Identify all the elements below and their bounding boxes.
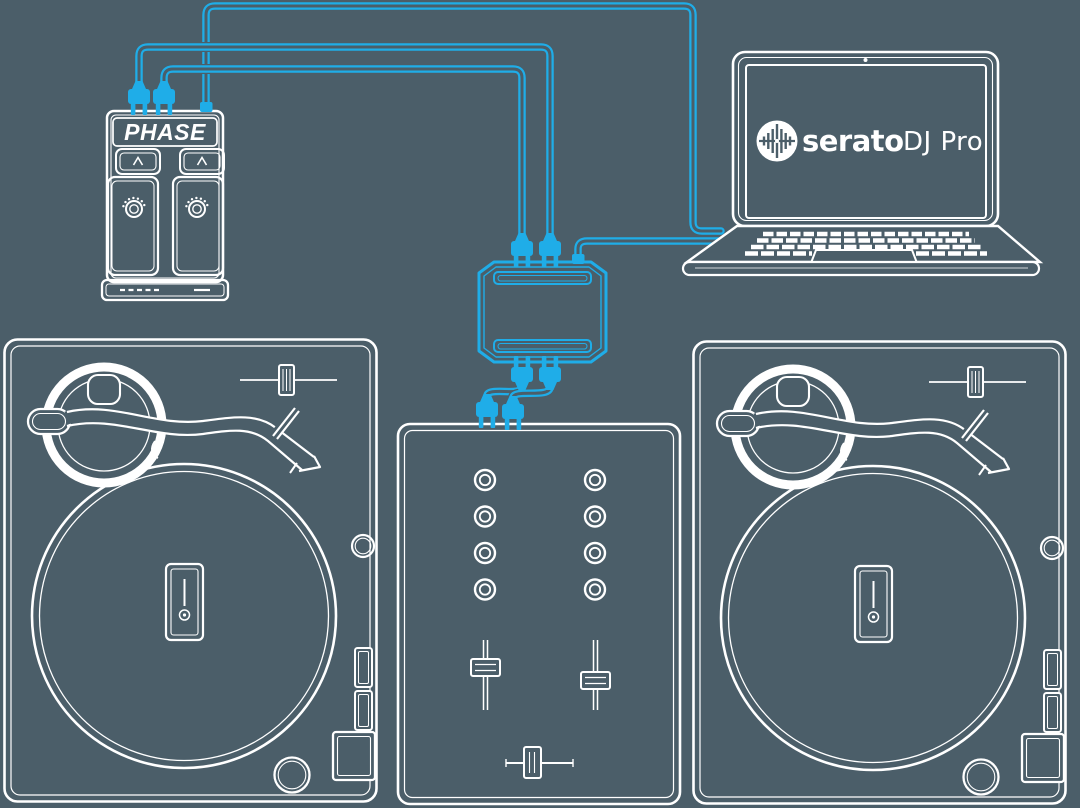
laptop-base-bar — [681, 260, 1041, 277]
phase-channel-b — [171, 175, 225, 277]
crossfader — [505, 746, 574, 779]
laptop-screen: serato DJ Pro — [731, 50, 1000, 228]
serato-dj-pro-logo: serato DJ Pro — [756, 120, 983, 162]
remote-dock-b — [179, 148, 225, 175]
serato-wordmark: serato — [802, 124, 904, 158]
channel-fader-left — [470, 640, 501, 710]
mixer-knobs — [473, 468, 607, 601]
rca-cable-phase-b-to-interface — [159, 64, 527, 240]
dj-mixer — [396, 422, 682, 806]
usb-plug — [572, 254, 585, 264]
phase-base-tray — [100, 278, 230, 302]
channel-fader-right — [580, 640, 611, 710]
laptop-base — [681, 224, 1044, 277]
knob-ticks — [122, 196, 146, 208]
mixer-knob — [583, 505, 607, 528]
rca-cable-phase-a-to-interface — [134, 42, 555, 240]
mixer-knob — [583, 578, 607, 601]
usb-cable-interface-to-laptop — [573, 236, 726, 260]
mixer-knob — [473, 468, 497, 492]
phase-logo-band — [112, 117, 218, 147]
laptop-keyboard — [745, 231, 987, 256]
webcam-dot — [863, 58, 868, 62]
phase-logo-text: PHASE — [124, 119, 206, 145]
phase-channel-a — [106, 175, 160, 277]
mixer-knob — [473, 578, 497, 601]
mixer-knob — [583, 468, 607, 492]
laptop: serato DJ Pro — [681, 50, 1044, 277]
phase-remote-glyph — [132, 155, 144, 166]
knob-ticks — [185, 196, 209, 208]
usb-cable-phase-to-laptop — [201, 1, 726, 236]
phase-remote-glyph — [196, 155, 208, 166]
audio-interface — [477, 260, 608, 364]
remote-dock-a — [115, 148, 161, 175]
mixer-knob — [473, 541, 497, 565]
mixer-knob — [583, 541, 607, 565]
usb-plug — [200, 102, 213, 112]
mixer-knob — [473, 505, 497, 528]
dj-pro-wordmark: DJ Pro — [903, 127, 983, 157]
phase-receiver: PHASE — [100, 109, 230, 302]
